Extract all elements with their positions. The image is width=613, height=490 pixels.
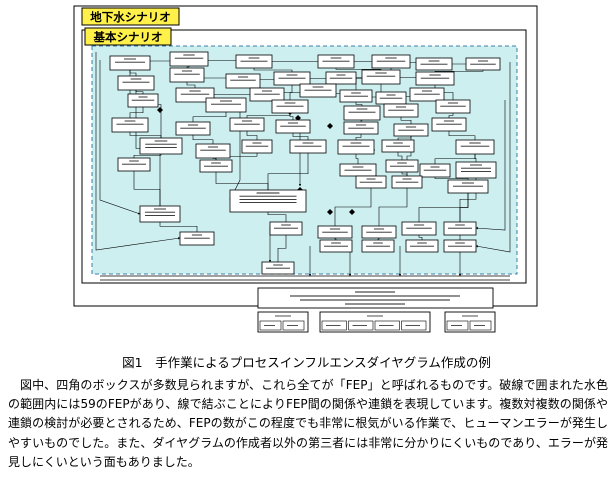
fep-box (117, 157, 151, 172)
fep-link (276, 228, 287, 269)
fep-box (465, 57, 501, 71)
fep-link (475, 100, 506, 231)
fep-box (269, 221, 303, 236)
fep-box (127, 93, 159, 108)
fep-box (455, 161, 497, 179)
fep-box (375, 91, 407, 105)
fep-box (385, 159, 419, 173)
fep-box (405, 239, 439, 253)
bottom-connectors (100, 275, 510, 281)
downstream-group (257, 311, 309, 333)
fep-box (361, 69, 401, 85)
fep-box (289, 139, 327, 154)
fep-box (337, 139, 375, 155)
fep-link (377, 182, 408, 233)
fep-box (415, 57, 453, 71)
junction-marker (327, 123, 333, 129)
fep-box (371, 54, 411, 69)
groundwater-scenario-label: 地下水シナリオ (90, 10, 171, 24)
fep-box (415, 71, 455, 86)
fep-box (229, 117, 265, 132)
fep-box (317, 54, 355, 69)
junction-marker (327, 209, 333, 215)
fep-box (225, 73, 261, 89)
fep-box (139, 137, 183, 155)
release-summary-box (257, 287, 494, 309)
fep-box (175, 87, 215, 103)
fep-box (391, 175, 423, 189)
basic-scenario-frame (81, 29, 527, 284)
fep-box (273, 71, 311, 86)
fep-box (111, 117, 149, 133)
fep-box (455, 139, 495, 155)
fep-box (361, 225, 397, 239)
fep-box (443, 221, 477, 236)
basic-scenario-label: 基本シナリオ (93, 30, 163, 44)
fep-box (343, 121, 379, 135)
fep-box (339, 163, 377, 177)
fep-box (261, 261, 295, 275)
junction-marker (349, 209, 355, 215)
fep-box (175, 121, 211, 136)
fep-box (419, 163, 451, 178)
downstream-group (319, 311, 431, 333)
fep-box (435, 99, 471, 114)
fep-box (393, 123, 429, 137)
fep-boxes (109, 51, 501, 275)
fep-box (169, 51, 209, 67)
basic-scenario-label-box (84, 27, 172, 46)
fep-box (249, 87, 285, 102)
fep-box (319, 239, 353, 253)
downstream-group (444, 311, 496, 333)
fep-box (195, 143, 231, 159)
fep-box (109, 55, 151, 71)
fep-link (99, 60, 141, 215)
fep-link (95, 52, 181, 251)
fep-link (333, 182, 372, 233)
fep-box (139, 205, 181, 223)
fep-influence-diagram: 地下水シナリオ 基本シナリオ (73, 5, 538, 333)
fep-box (299, 83, 337, 98)
fep-box (199, 159, 233, 173)
fep-box (241, 139, 273, 154)
fep-box (443, 239, 477, 253)
fep-box (381, 139, 415, 153)
fep-box (169, 67, 205, 83)
fep-box (205, 97, 247, 113)
figure-caption-title: 図1 手作業によるプロセスインフルエンスダイヤグラム作成の例 (122, 355, 491, 370)
fep-box (117, 75, 155, 91)
junction-marker (157, 107, 163, 113)
junction-marker (295, 115, 301, 121)
fep-box (343, 105, 381, 121)
fep-box (179, 231, 215, 246)
fep-box (447, 179, 489, 194)
figure-caption-body: 図中、四角のボックスが多数見られますが、これら全てが「FEP」と呼ばれるものです… (8, 378, 608, 469)
fep-box (355, 175, 387, 189)
fep-box (275, 119, 311, 134)
fep-box (339, 89, 373, 103)
fep-box (383, 103, 419, 118)
fep-box (401, 221, 437, 236)
fep-box (409, 87, 445, 102)
fep-link (266, 146, 309, 202)
fep-box (325, 71, 357, 85)
fep-link (475, 62, 511, 253)
fep-box (361, 239, 395, 253)
fep-box (271, 99, 309, 114)
fep-box (229, 189, 307, 213)
fep-link (288, 78, 293, 107)
fep-box (431, 117, 467, 132)
groundwater-scenario-label-box (81, 7, 180, 26)
fep-box (235, 54, 273, 69)
fep-box (317, 225, 353, 239)
downstream-fep-panels (257, 287, 496, 333)
